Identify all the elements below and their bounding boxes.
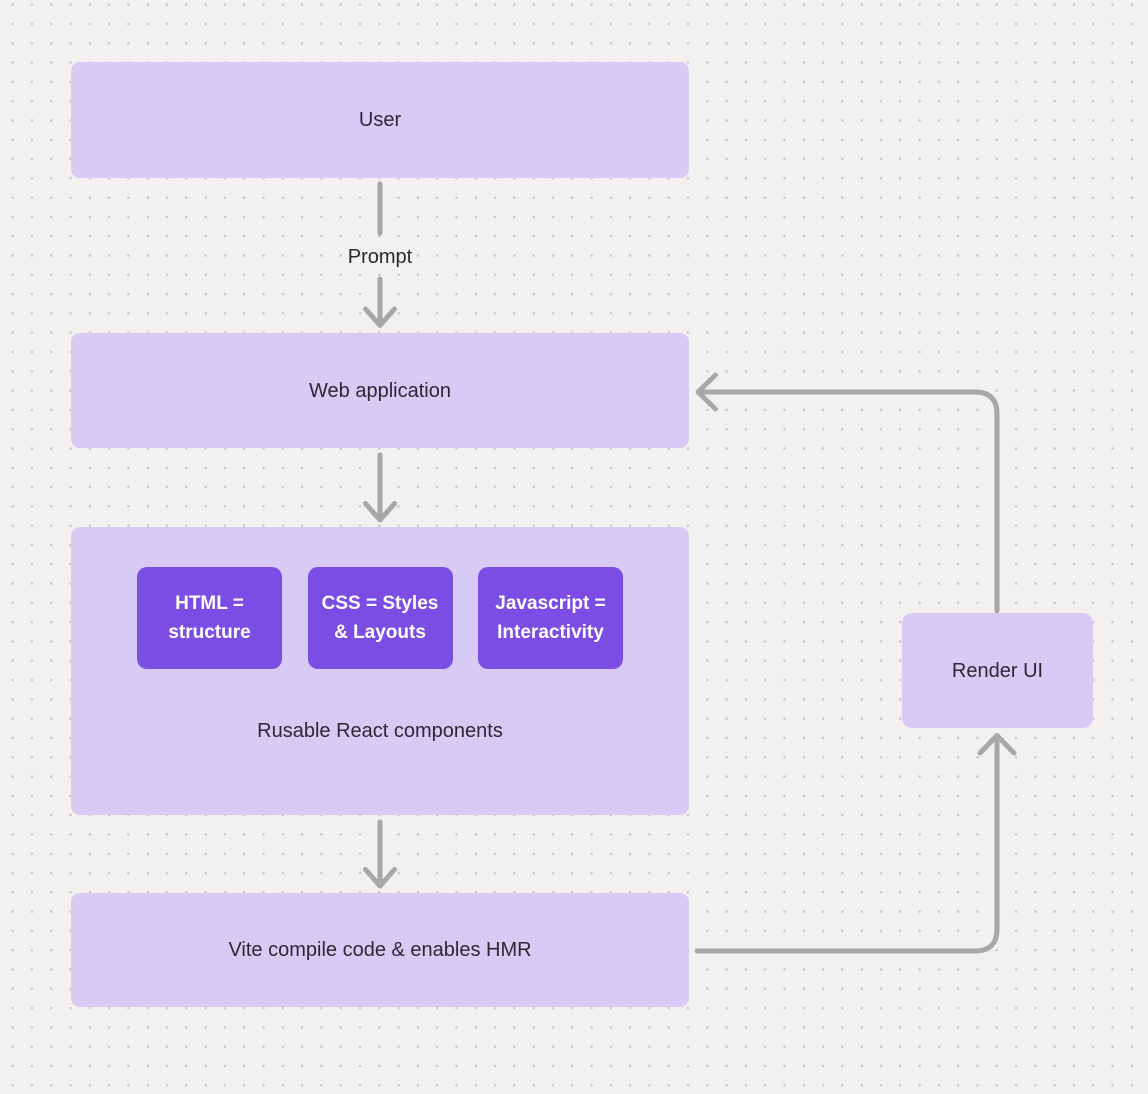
node-web-application-label: Web application [309, 379, 451, 402]
node-user-label: User [358, 109, 402, 131]
edge-line [698, 389, 1000, 614]
arrowhead-down-icon [363, 501, 397, 523]
edge-label-prompt: Prompt [347, 246, 413, 268]
chip-css-label: CSS = Styles & Layouts [321, 593, 439, 643]
chip-css[interactable]: CSS = Styles & Layouts [307, 567, 453, 669]
edge-webapp-to-components[interactable] [363, 452, 397, 523]
node-render-ui-label: Render UI [951, 659, 1044, 682]
node-user[interactable]: User [71, 62, 689, 178]
edge-vite-to-renderui[interactable] [694, 733, 1017, 954]
chip-javascript[interactable]: Javascript = Interactivity [478, 567, 623, 669]
edge-line [694, 735, 1000, 954]
components-chip-row: HTML = structure CSS = Styles & Layouts … [137, 567, 623, 669]
node-vite-label: Vite compile code & enables HMR [228, 939, 532, 961]
edge-renderui-to-webapp[interactable] [695, 372, 1000, 614]
chip-html[interactable]: HTML = structure [137, 567, 282, 669]
node-web-application[interactable]: Web application [71, 333, 689, 448]
components-group-caption: Rusable React components [257, 720, 503, 742]
node-react-components-group[interactable]: HTML = structure CSS = Styles & Layouts … [71, 527, 689, 815]
chip-html-label: HTML = structure [168, 593, 251, 643]
node-render-ui[interactable]: Render UI [902, 613, 1093, 728]
arrowhead-up-icon [977, 733, 1017, 756]
arrowhead-left-icon [695, 372, 718, 412]
arrowhead-down-icon [363, 867, 397, 889]
edge-components-to-vite[interactable] [363, 819, 397, 889]
arrowhead-down-icon [363, 306, 397, 328]
chip-javascript-label: Javascript = Interactivity [495, 593, 606, 643]
node-vite[interactable]: Vite compile code & enables HMR [71, 893, 689, 1007]
